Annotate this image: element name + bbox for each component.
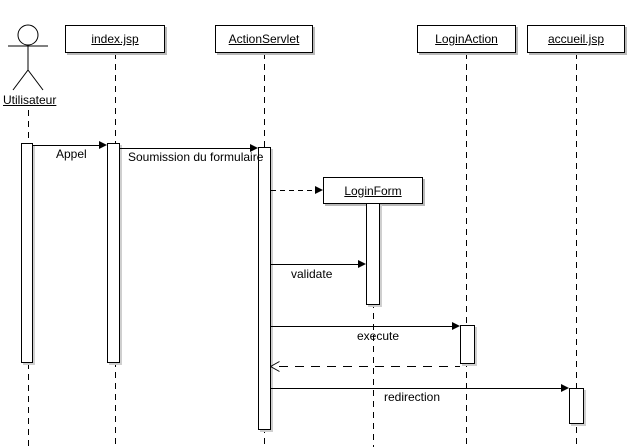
- object-box-index-jsp: index.jsp: [65, 25, 165, 53]
- message-line-validate: [271, 264, 359, 265]
- object-label: index.jsp: [91, 32, 139, 46]
- message-line-appel: [33, 145, 100, 146]
- lifeline-loginform: [373, 203, 374, 447]
- object-label: accueil.jsp: [547, 32, 605, 46]
- actor-label: Utilisateur: [3, 93, 57, 107]
- arrowhead-icon: [452, 322, 460, 330]
- arrowhead-icon: [561, 384, 569, 392]
- activation-utilisateur: [21, 143, 33, 363]
- lifeline-loginaction: [466, 53, 467, 447]
- object-box-accueil-jsp: accueil.jsp: [527, 25, 625, 53]
- message-label-execute: execute: [357, 329, 400, 343]
- activation-index-jsp: [107, 143, 120, 363]
- activation-loginaction: [460, 325, 475, 364]
- message-label-appel: Appel: [56, 147, 87, 161]
- message-line-redirection: [271, 388, 562, 389]
- message-line-soumission: [120, 148, 251, 149]
- message-label-validate: validate: [291, 267, 333, 281]
- message-line-create-loginform: [271, 190, 316, 191]
- message-line-return: [279, 366, 460, 367]
- message-label-soumission: Soumission du formulaire: [128, 150, 264, 164]
- message-label-redirection: redirection: [384, 390, 441, 404]
- object-label: LoginForm: [344, 183, 402, 198]
- arrowhead-icon: [99, 141, 107, 149]
- activation-actionservlet: [258, 147, 271, 430]
- message-line-execute: [271, 326, 453, 327]
- object-label: ActionServlet: [228, 32, 300, 46]
- object-label: LoginAction: [435, 32, 498, 46]
- arrowhead-icon: [315, 186, 323, 194]
- activation-accueil-jsp: [569, 388, 584, 424]
- arrowhead-icon: [250, 144, 258, 152]
- object-box-loginaction: LoginAction: [417, 25, 516, 53]
- object-box-loginform: LoginForm: [323, 177, 423, 204]
- object-box-actionservlet: ActionServlet: [215, 25, 313, 53]
- activation-loginform: [366, 203, 380, 305]
- actor-stick-figure-icon: [3, 20, 55, 92]
- arrowhead-icon: [358, 260, 366, 268]
- lifeline-accueil-jsp: [576, 53, 577, 447]
- open-arrowhead-icon: [270, 361, 280, 372]
